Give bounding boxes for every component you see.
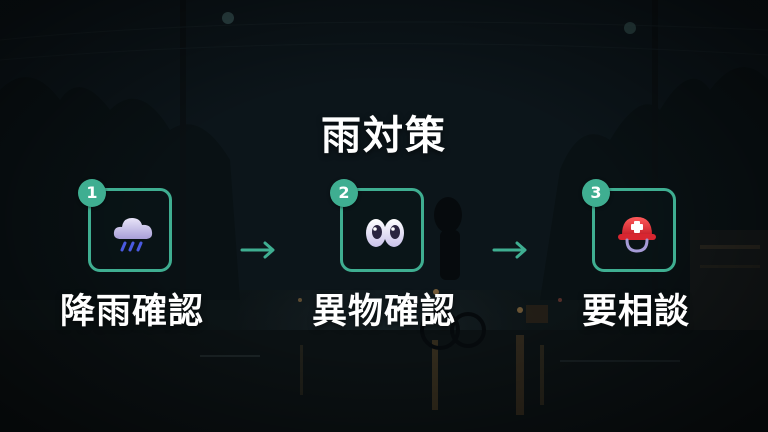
rescue-helmet-icon: [618, 217, 656, 253]
eyes-icon: [366, 219, 404, 247]
step-3-label: 要相談: [581, 292, 690, 332]
step-3-icon-box: [592, 188, 676, 272]
arrow-right-icon: [240, 241, 275, 259]
slide-title: 雨対策: [321, 113, 447, 159]
step-2-number-badge: 2: [330, 179, 358, 207]
arrow-right-icon: [492, 241, 527, 259]
step-2: 2 異物確認: [284, 179, 484, 338]
step-1-number-badge: 1: [78, 179, 106, 207]
step-1-label: 降雨確認: [59, 292, 204, 332]
step-3: 3 要相談: [536, 179, 736, 338]
step-1: 1 降雨確認: [32, 179, 232, 338]
step-3-number-badge: 3: [582, 179, 610, 207]
rain-cloud-icon: [113, 218, 153, 252]
step-2-label: 異物確認: [311, 292, 456, 332]
